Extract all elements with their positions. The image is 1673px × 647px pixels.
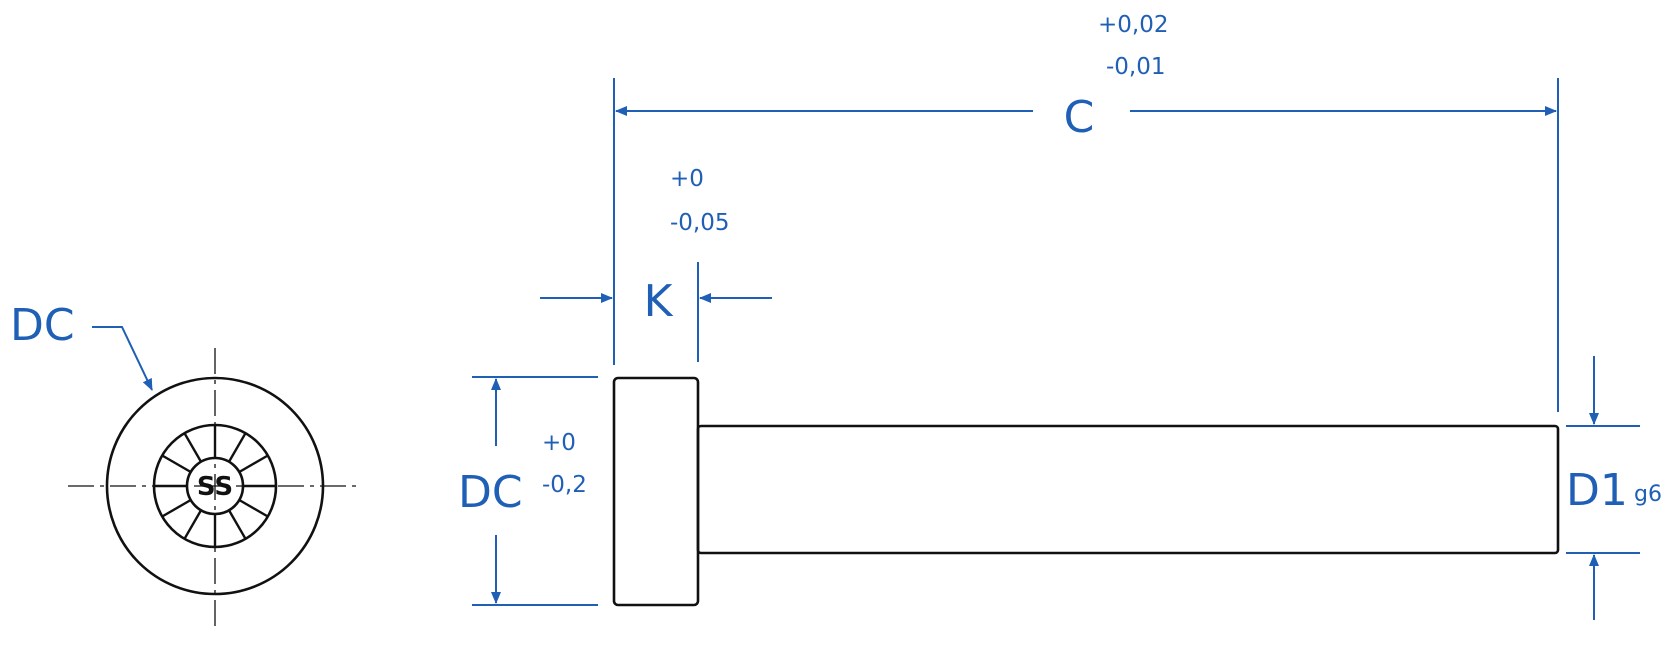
dimension-dc-label: DC <box>458 467 523 518</box>
dimension-k: K +0 -0,05 <box>540 166 772 362</box>
dimension-d1: D1 g6 <box>1566 356 1662 620</box>
stamp-spoke <box>227 432 247 463</box>
dimension-d1-label: D1 <box>1566 465 1628 516</box>
dimension-dc: DC +0 -0,2 <box>458 376 598 606</box>
stamp-spokes <box>154 425 276 547</box>
end-view-dc-leader <box>92 326 153 391</box>
dimension-c-label: C <box>1064 92 1095 143</box>
stamp-spoke <box>238 454 269 474</box>
end-view: SS <box>68 348 360 628</box>
dimension-k-tolerance-lower: -0,05 <box>670 210 730 236</box>
end-view-dc-label: DC <box>10 300 75 351</box>
stamp-spoke <box>161 498 192 518</box>
dimension-c-tolerance-upper: +0,02 <box>1098 12 1168 38</box>
stamp-spoke <box>227 509 247 540</box>
side-view-pin <box>612 376 1560 607</box>
dimension-c-tolerance-lower: -0,01 <box>1106 54 1166 80</box>
pin-shank <box>696 424 1560 555</box>
stamp-spoke <box>183 509 203 540</box>
stamp-spoke <box>161 454 192 474</box>
dimension-k-tolerance-upper: +0 <box>670 166 704 192</box>
end-view-dc-callout: DC <box>10 300 153 391</box>
end-view-outer-circle <box>105 376 325 596</box>
dimension-c: C +0,02 -0,01 <box>613 12 1559 412</box>
pin-head <box>612 376 700 607</box>
dimension-dc-tolerance-upper: +0 <box>542 430 576 456</box>
stamp-spoke <box>183 432 203 463</box>
dimension-d1-fit: g6 <box>1634 482 1662 507</box>
dimension-dc-tolerance-lower: -0,2 <box>542 472 587 498</box>
dimension-k-label: K <box>644 276 674 327</box>
stamp-spoke <box>238 498 269 518</box>
end-view-marking: SS <box>197 472 233 502</box>
